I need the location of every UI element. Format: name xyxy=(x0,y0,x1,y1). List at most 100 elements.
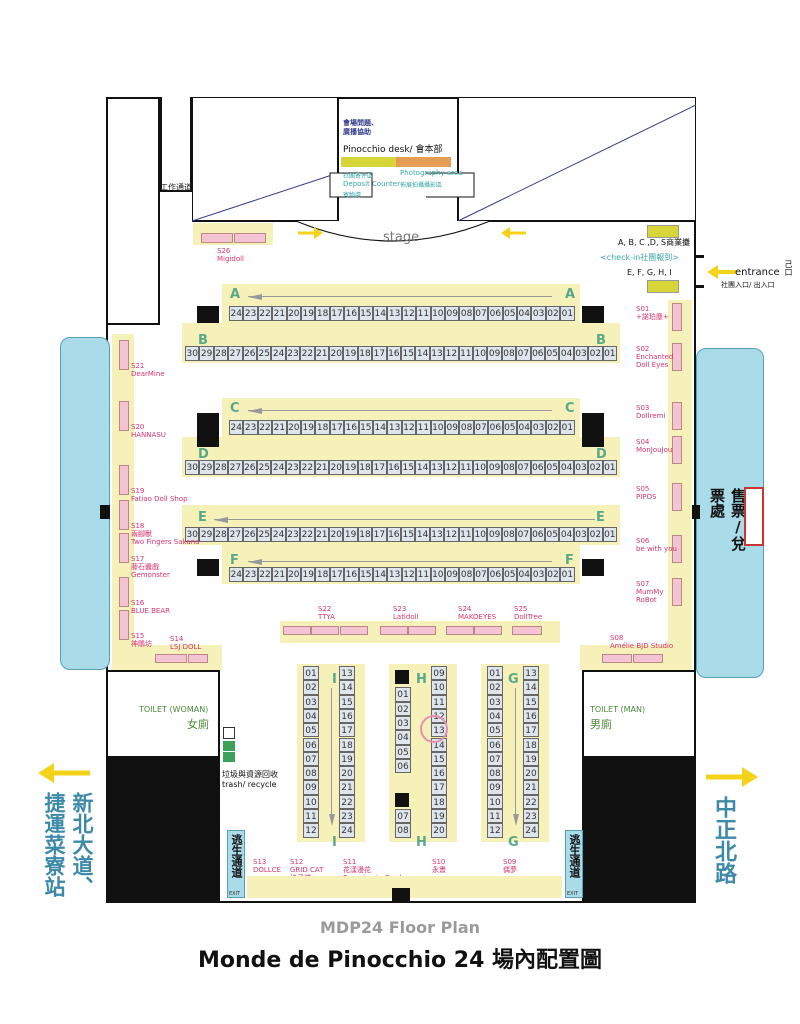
booth-a-24[interactable]: 24 xyxy=(229,306,244,321)
booth-g-08[interactable]: 08 xyxy=(487,766,503,781)
stall-s26-table[interactable] xyxy=(201,233,233,243)
booth-b-05[interactable]: 05 xyxy=(545,346,560,361)
booth-c-17[interactable]: 17 xyxy=(329,420,345,435)
booth-c-19[interactable]: 19 xyxy=(301,420,316,435)
booth-h-11[interactable]: 11 xyxy=(431,694,447,709)
booth-d-16[interactable]: 16 xyxy=(386,460,401,475)
booth-b-27[interactable]: 27 xyxy=(228,346,243,361)
booth-g-05[interactable]: 05 xyxy=(487,723,503,738)
booth-g-23[interactable]: 23 xyxy=(523,809,539,824)
booth-f-22[interactable]: 22 xyxy=(257,567,273,582)
booth-d-11[interactable]: 11 xyxy=(458,460,473,475)
booth-d-14[interactable]: 14 xyxy=(415,460,430,475)
booth-g-16[interactable]: 16 xyxy=(523,708,539,724)
booth-c-07[interactable]: 07 xyxy=(473,420,489,435)
booth-g-22[interactable]: 22 xyxy=(523,794,539,809)
booth-e-17[interactable]: 17 xyxy=(372,527,387,542)
booth-a-02[interactable]: 02 xyxy=(545,306,561,321)
booth-e-03[interactable]: 03 xyxy=(573,527,589,542)
booth-g-15[interactable]: 15 xyxy=(523,694,539,709)
booth-b-20[interactable]: 20 xyxy=(329,346,344,361)
booth-i-17[interactable]: 17 xyxy=(339,723,355,738)
booth-d-22[interactable]: 22 xyxy=(300,460,315,475)
booth-c-08[interactable]: 08 xyxy=(459,420,474,435)
stall-s08-table[interactable] xyxy=(602,654,632,663)
booth-b-15[interactable]: 15 xyxy=(401,346,416,361)
booth-a-06[interactable]: 06 xyxy=(488,306,503,321)
booth-b-26[interactable]: 26 xyxy=(242,346,257,361)
booth-d-13[interactable]: 13 xyxy=(429,460,445,475)
booth-i-07[interactable]: 07 xyxy=(303,751,319,767)
escape-left[interactable]: 逃生通道 xyxy=(227,830,245,898)
booth-g-24[interactable]: 24 xyxy=(523,823,539,838)
booth-a-07[interactable]: 07 xyxy=(473,306,489,321)
booth-f-23[interactable]: 23 xyxy=(243,567,258,582)
booth-f-13[interactable]: 13 xyxy=(387,567,402,582)
booth-g-03[interactable]: 03 xyxy=(487,694,503,709)
booth-i-04[interactable]: 04 xyxy=(303,708,319,724)
booth-d-18[interactable]: 18 xyxy=(357,460,373,475)
booth-h-01[interactable]: 01 xyxy=(395,687,411,702)
photography-area[interactable] xyxy=(396,157,451,167)
booth-f-16[interactable]: 16 xyxy=(344,567,359,582)
booth-b-04[interactable]: 04 xyxy=(559,346,574,361)
booth-e-15[interactable]: 15 xyxy=(401,527,416,542)
booth-f-01[interactable]: 01 xyxy=(560,567,575,582)
booth-f-12[interactable]: 12 xyxy=(401,567,417,582)
booth-b-23[interactable]: 23 xyxy=(285,346,301,361)
booth-c-03[interactable]: 03 xyxy=(531,420,546,435)
booth-b-29[interactable]: 29 xyxy=(199,346,214,361)
booth-h-10[interactable]: 10 xyxy=(431,680,447,695)
booth-c-12[interactable]: 12 xyxy=(401,420,417,435)
booth-d-02[interactable]: 02 xyxy=(588,460,603,475)
booth-e-23[interactable]: 23 xyxy=(285,527,301,542)
booth-c-13[interactable]: 13 xyxy=(387,420,402,435)
booth-d-26[interactable]: 26 xyxy=(242,460,257,475)
booth-g-13[interactable]: 13 xyxy=(523,666,539,681)
booth-d-19[interactable]: 19 xyxy=(343,460,358,475)
booth-g-21[interactable]: 21 xyxy=(523,780,539,795)
booth-e-28[interactable]: 28 xyxy=(213,527,229,542)
booth-a-17[interactable]: 17 xyxy=(329,306,345,321)
ticket-office[interactable]: 售票/兌票處 xyxy=(708,488,747,551)
booth-i-12[interactable]: 12 xyxy=(303,823,319,838)
booth-g-11[interactable]: 11 xyxy=(487,809,503,824)
stall-s24-table[interactable] xyxy=(446,626,474,635)
stall-s19-table[interactable] xyxy=(119,465,129,495)
booth-h-06[interactable]: 06 xyxy=(395,758,411,774)
booth-f-05[interactable]: 05 xyxy=(502,567,517,582)
booth-f-11[interactable]: 11 xyxy=(416,567,431,582)
booth-i-24[interactable]: 24 xyxy=(339,823,355,838)
booth-f-24[interactable]: 24 xyxy=(229,567,244,582)
stall-s06-table[interactable] xyxy=(672,535,682,563)
booth-e-02[interactable]: 02 xyxy=(588,527,603,542)
booth-b-06[interactable]: 06 xyxy=(530,346,545,361)
stall-s15-table[interactable] xyxy=(119,610,129,640)
booth-i-06[interactable]: 06 xyxy=(303,737,319,752)
booth-h-19[interactable]: 19 xyxy=(431,809,447,824)
booth-h-05[interactable]: 05 xyxy=(395,744,411,759)
booth-c-10[interactable]: 10 xyxy=(430,420,445,435)
booth-a-23[interactable]: 23 xyxy=(243,306,258,321)
booth-i-22[interactable]: 22 xyxy=(339,794,355,809)
stall-s22-table[interactable] xyxy=(340,626,368,635)
booth-f-06[interactable]: 06 xyxy=(488,567,503,582)
booth-a-01[interactable]: 01 xyxy=(560,306,575,321)
booth-c-15[interactable]: 15 xyxy=(358,420,373,435)
booth-a-19[interactable]: 19 xyxy=(301,306,316,321)
booth-d-07[interactable]: 07 xyxy=(516,460,531,475)
stall-s16-table[interactable] xyxy=(119,577,129,607)
booth-h-02[interactable]: 02 xyxy=(395,701,411,717)
booth-f-08[interactable]: 08 xyxy=(459,567,474,582)
booth-f-07[interactable]: 07 xyxy=(473,567,489,582)
booth-i-19[interactable]: 19 xyxy=(339,751,355,767)
booth-c-05[interactable]: 05 xyxy=(502,420,517,435)
booth-b-16[interactable]: 16 xyxy=(386,346,401,361)
